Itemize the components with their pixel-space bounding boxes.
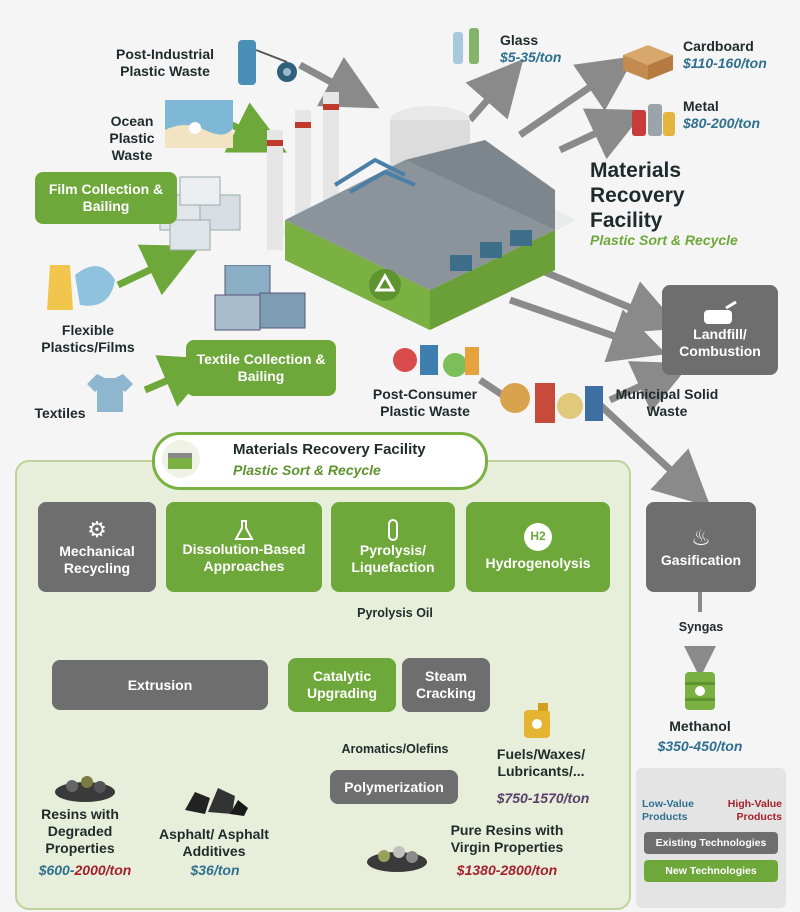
pure-resins-price-high: 2800/ton: [500, 862, 558, 878]
glass-price: $5-35/ton: [500, 48, 562, 65]
landfill-icon: [704, 300, 737, 325]
pure-resins-price: $1380-2800/ton: [432, 862, 582, 879]
post-consumer-label: Post-Consumer Plastic Waste: [372, 386, 478, 419]
pure-resin-pellets-icon: [367, 846, 427, 872]
flask-icon: [234, 520, 254, 541]
legend-new: New Technologies: [644, 860, 778, 882]
film-collection-box: Film Collection & Bailing: [35, 172, 177, 224]
test-tube-icon: [388, 519, 398, 542]
textile-collection-box: Textile Collection & Bailing: [186, 340, 336, 396]
asphalt-price: $36/ton: [190, 862, 240, 878]
legend-existing: Existing Technologies: [644, 832, 778, 854]
metal-label: Metal $80-200/ton: [683, 98, 760, 132]
flexible-bag-icon: [47, 265, 115, 310]
flame-icon: ♨: [691, 525, 711, 551]
ocean-label: Ocean Plastic Waste: [109, 113, 155, 163]
panel-title-pill: Materials Recovery Facility Plastic Sort…: [152, 432, 488, 490]
textiles-label: Textiles: [34, 405, 86, 421]
legend: Low-Value Products High-Value Products E…: [636, 768, 786, 908]
landfill-label: Landfill/ Combustion: [679, 326, 761, 359]
dissolution-label: Dissolution-Based Approaches: [182, 541, 306, 574]
metal-name: Metal: [683, 98, 719, 114]
post-industrial-machine-icon: [238, 40, 297, 85]
methanol-label: Methanol: [669, 718, 731, 734]
pyrolysis-label: Pyrolysis/ Liquefaction: [351, 542, 435, 575]
municipal-waste-icon: [500, 383, 603, 423]
fuels-label: Fuels/Waxes/ Lubricants/...: [496, 746, 586, 779]
aromatics-label: Aromatics/Olefins: [341, 742, 449, 756]
methanol-barrel-icon: [685, 672, 715, 710]
cardboard-box-icon: [623, 45, 673, 80]
film-bale-icon: [159, 176, 241, 251]
legend-low-value: Low-Value Products: [642, 798, 694, 823]
asphalt-chunks-icon: [185, 788, 248, 816]
steam-cracking-box: Steam Cracking: [402, 658, 490, 712]
mechanical-recycling-box: ⚙ Mechanical Recycling: [38, 502, 156, 592]
polymerization-box: Polymerization: [330, 770, 458, 804]
textile-bale-icon: [214, 265, 306, 331]
tshirt-icon: [87, 374, 133, 412]
pyrolysis-oil-label: Pyrolysis Oil: [357, 606, 433, 620]
resins-degraded-price: $600-2000/ton: [25, 862, 145, 879]
gasification-label: Gasification: [660, 551, 742, 568]
mrf-title: Materials Recovery Facility: [590, 159, 685, 233]
pure-resins-label: Pure Resins with Virgin Properties: [450, 822, 564, 855]
dissolution-box: Dissolution-Based Approaches: [166, 502, 322, 592]
post-consumer-waste-icon: [393, 345, 479, 377]
cardboard-name: Cardboard: [683, 38, 754, 54]
gear-icon: ⚙: [87, 517, 107, 542]
degraded-resin-pellets-icon: [55, 776, 115, 802]
post-industrial-label: Post-Industrial Plastic Waste: [115, 46, 214, 79]
panel-subtitle: Plastic Sort & Recycle: [233, 462, 381, 478]
legend-high-value: High-Value Products: [727, 798, 782, 823]
fuels-price: $750-1570/ton: [496, 790, 590, 806]
pyrolysis-box: Pyrolysis/ Liquefaction: [331, 502, 455, 592]
cardboard-label: Cardboard $110-160/ton: [683, 38, 767, 72]
glass-label: Glass $5-35/ton: [500, 32, 561, 66]
flexible-plastics-label: Flexible Plastics/Films: [41, 322, 135, 355]
glass-name: Glass: [500, 32, 539, 48]
mechanical-label: Mechanical Recycling: [59, 543, 135, 577]
mini-factory-icon: [162, 440, 200, 478]
gasification-box: ♨ Gasification: [646, 502, 756, 592]
mrf-subtitle: Plastic Sort & Recycle: [590, 232, 738, 248]
cardboard-price: $110-160/ton: [683, 54, 767, 71]
h2-icon: H2: [524, 522, 552, 551]
fuel-jug-icon: [524, 703, 550, 738]
resins-degraded-price-high: 2000/ton: [74, 862, 132, 878]
resins-degraded-label: Resins with Degraded Properties: [41, 806, 119, 856]
pure-resins-price-low: $1380-: [456, 862, 501, 878]
hydrogenolysis-label: Hydrogenolysis: [485, 554, 591, 571]
factory-illustration: [267, 92, 575, 330]
panel-title: Materials Recovery Facility: [233, 441, 426, 458]
asphalt-label: Asphalt/ Asphalt Additives: [159, 826, 269, 859]
methanol-price: $350-450/ton: [657, 738, 743, 754]
syngas-label: Syngas: [678, 620, 724, 634]
hydrogenolysis-box: H2 Hydrogenolysis: [466, 502, 610, 592]
landfill-box: Landfill/ Combustion: [662, 285, 778, 375]
resins-degraded-price-low: $600-: [38, 862, 75, 878]
catalytic-upgrading-box: Catalytic Upgrading: [288, 658, 396, 712]
metal-price: $80-200/ton: [683, 114, 761, 131]
metal-can-icon: [632, 104, 675, 136]
ocean-plastic-icon: [165, 100, 233, 148]
municipal-waste-label: Municipal Solid Waste: [615, 386, 719, 419]
extrusion-box: Extrusion: [52, 660, 268, 710]
glass-bottle-icon: [453, 28, 479, 64]
